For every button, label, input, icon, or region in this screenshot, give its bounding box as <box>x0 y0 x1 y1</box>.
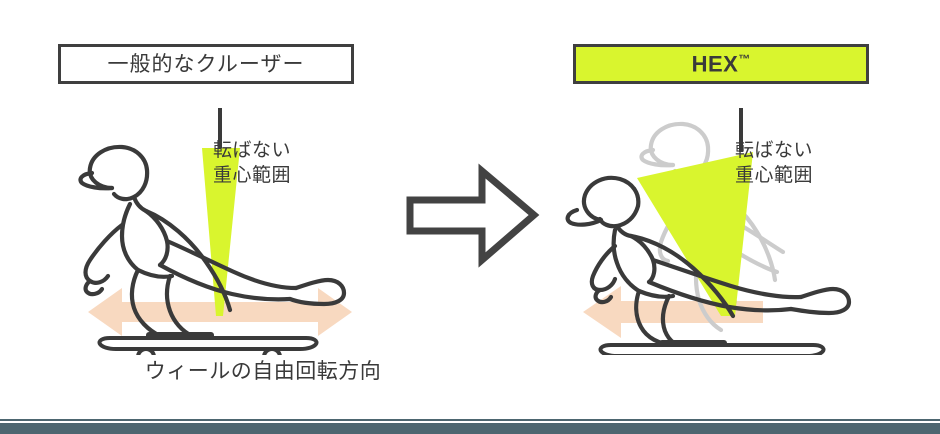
skateboard-standard <box>97 332 319 355</box>
cog-range-label-standard-line2: 重心範囲 <box>213 165 292 187</box>
cog-range-label-standard: 転ばない 重心範囲 <box>213 138 291 188</box>
transition-arrow-icon <box>402 163 542 268</box>
wheel-direction-arrow-left <box>583 286 763 338</box>
wheel-direction-caption-standard: ウィールの自由回転方向 <box>144 360 382 383</box>
figure-standard-cruiser <box>30 100 430 355</box>
cog-wedge-wide <box>637 152 753 316</box>
panel-title-box-standard: 一般的なクルーザー <box>58 44 354 84</box>
footer-rule <box>0 419 940 421</box>
skateboard-hex <box>598 340 826 355</box>
cog-wedge-narrow <box>202 148 240 316</box>
panel-title-standard: 一般的なクルーザー <box>107 52 305 76</box>
cog-range-label-hex-line1: 転ばない <box>735 140 814 161</box>
trademark-symbol: ™ <box>738 51 751 66</box>
cog-range-label-hex-line2: 重心範囲 <box>735 165 814 187</box>
panel-title-hex-text: HEX <box>691 51 739 77</box>
panel-hex: HEX™ <box>545 0 940 400</box>
panel-title-box-hex: HEX™ <box>573 44 869 84</box>
panel-standard-cruiser: 一般的なクルーザー <box>30 0 430 400</box>
panel-title-hex: HEX™ <box>692 53 751 75</box>
footer-bar <box>0 423 940 434</box>
cog-range-label-standard-line1: 転ばない <box>213 140 292 161</box>
figure-hex <box>545 100 940 355</box>
skater-figure-hex <box>565 175 852 355</box>
cog-range-label-hex: 転ばない 重心範囲 <box>735 138 813 188</box>
